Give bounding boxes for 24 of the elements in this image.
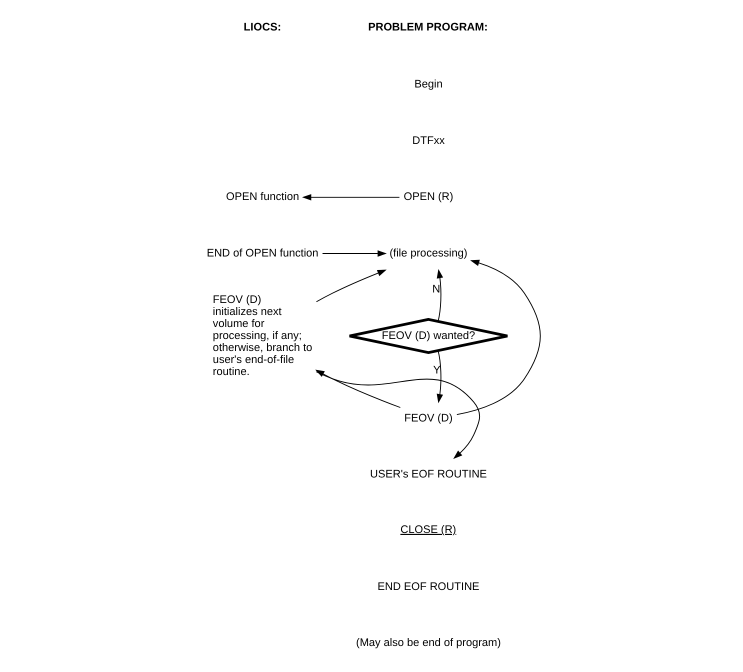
node-text: FEOV (D) initializes next volume for processing, if any; otherwise, branch to user's end-of-file routine. bbox=[212, 294, 312, 378]
arrow bbox=[456, 260, 541, 415]
edge-label: N bbox=[432, 284, 440, 296]
node-text: FEOV (D) bbox=[404, 412, 453, 424]
node-text: OPEN (R) bbox=[404, 191, 454, 204]
label: Begin bbox=[414, 78, 443, 91]
arrow bbox=[316, 270, 387, 302]
node-diamond: FEOV (D) wanted? bbox=[348, 318, 509, 354]
label: LIOCS: bbox=[244, 22, 282, 34]
label: CLOSE (R) bbox=[400, 524, 456, 536]
node-text: (file processing) bbox=[389, 247, 468, 260]
arrow bbox=[436, 269, 444, 322]
label: DTFxx bbox=[412, 134, 445, 147]
node-text: USER's EOF ROUTINE bbox=[370, 468, 487, 481]
edge-label: Y bbox=[433, 364, 440, 376]
arrow bbox=[302, 194, 400, 201]
arrow bbox=[316, 371, 480, 459]
node-text: OPEN function bbox=[226, 191, 300, 204]
label: (May also be end of program) bbox=[356, 637, 501, 650]
label: END EOF ROUTINE bbox=[378, 581, 480, 593]
arrow bbox=[436, 350, 444, 404]
node-text: END of OPEN function bbox=[206, 247, 318, 260]
label: PROBLEM PROGRAM: bbox=[368, 22, 488, 34]
arrow bbox=[322, 250, 387, 257]
